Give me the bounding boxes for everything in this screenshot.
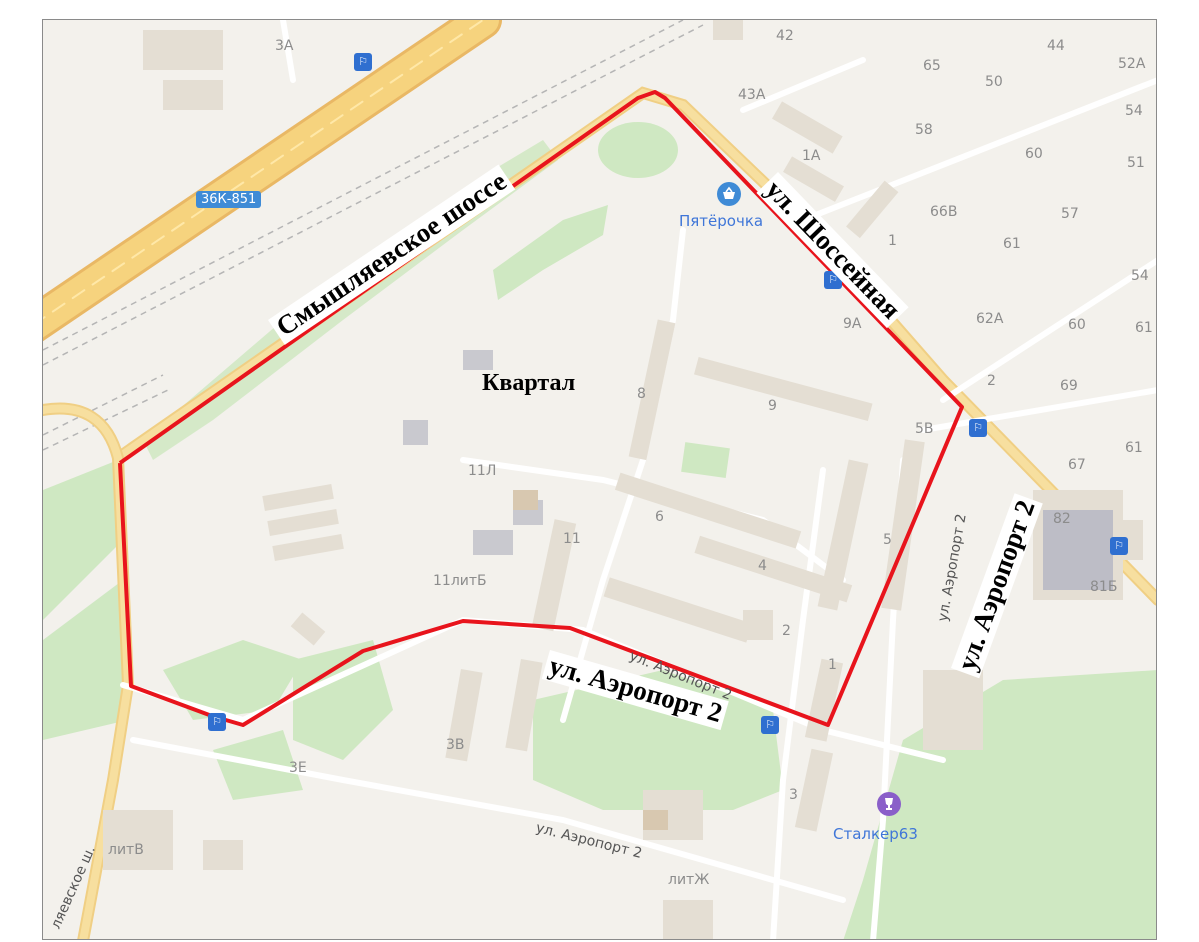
- house-number-1-top: 1: [888, 233, 897, 249]
- house-number-11l: 11Л: [468, 463, 497, 479]
- buildings: [103, 20, 1143, 939]
- house-number-60-top: 60: [1025, 146, 1043, 162]
- house-number-42: 42: [776, 28, 794, 44]
- house-number-54-mid: 54: [1131, 268, 1149, 284]
- house-number-1-bottom: 1: [828, 657, 837, 673]
- house-number-9: 9: [768, 398, 777, 414]
- map-view[interactable]: 3А 42 44 52А 65 50 43А 54 58 60 51 1А 66…: [42, 19, 1157, 940]
- annotation-kvartal: Квартал: [482, 370, 576, 396]
- minor-roads: [120, 20, 1156, 939]
- house-number-4: 4: [758, 558, 767, 574]
- house-number-5v: 5В: [915, 421, 934, 437]
- map-canvas: [43, 20, 1156, 939]
- bus-stop-icon[interactable]: ⚐: [1110, 537, 1128, 555]
- green-areas: [43, 122, 1156, 939]
- house-number-62a: 62А: [976, 311, 1004, 327]
- house-number-65: 65: [923, 58, 941, 74]
- house-number-9a: 9А: [843, 316, 862, 332]
- house-number-51: 51: [1127, 155, 1145, 171]
- house-number-66v: 66В: [930, 204, 958, 220]
- house-number-60-mid: 60: [1068, 317, 1086, 333]
- bus-stop-icon[interactable]: ⚐: [761, 716, 779, 734]
- house-number-litzh: литЖ: [668, 872, 710, 888]
- house-number-43a: 43А: [738, 87, 766, 103]
- house-number-54-top: 54: [1125, 103, 1143, 119]
- house-number-11: 11: [563, 531, 581, 547]
- route-shield: 36К-851: [196, 191, 262, 208]
- house-number-82: 82: [1053, 511, 1071, 527]
- house-number-1a: 1А: [802, 148, 821, 164]
- basket-icon[interactable]: [717, 182, 741, 206]
- house-number-11litb: 11литБ: [433, 573, 487, 589]
- poi-stalker[interactable]: Сталкер63: [833, 825, 918, 843]
- house-number-67: 67: [1068, 457, 1086, 473]
- house-number-2-top: 2: [987, 373, 996, 389]
- house-number-5: 5: [883, 532, 892, 548]
- house-number-6: 6: [655, 509, 664, 525]
- house-number-litv: литВ: [108, 842, 144, 858]
- house-number-61-bottom: 61: [1125, 440, 1143, 456]
- house-number-3a: 3А: [275, 38, 294, 54]
- house-number-2-bottom: 2: [782, 623, 791, 639]
- house-number-8: 8: [637, 386, 646, 402]
- bus-stop-icon[interactable]: ⚐: [354, 53, 372, 71]
- house-number-50: 50: [985, 74, 1003, 90]
- house-number-3v: 3В: [446, 737, 465, 753]
- house-number-57: 57: [1061, 206, 1079, 222]
- bus-stop-icon[interactable]: ⚐: [969, 419, 987, 437]
- house-number-58: 58: [915, 122, 933, 138]
- house-number-61-top: 61: [1003, 236, 1021, 252]
- house-number-69: 69: [1060, 378, 1078, 394]
- house-number-81b: 81Б: [1090, 579, 1118, 595]
- poi-pyaterochka[interactable]: Пятёрочка: [679, 212, 764, 230]
- buildings-dark: [403, 350, 1113, 830]
- house-number-3: 3: [789, 787, 798, 803]
- house-number-3e: 3Е: [289, 760, 307, 776]
- house-number-61-mid: 61: [1135, 320, 1153, 336]
- house-number-52a: 52А: [1118, 56, 1146, 72]
- house-number-44: 44: [1047, 38, 1065, 54]
- railway: [43, 20, 704, 451]
- bus-stop-icon[interactable]: ⚐: [208, 713, 226, 731]
- trophy-icon[interactable]: [877, 792, 901, 816]
